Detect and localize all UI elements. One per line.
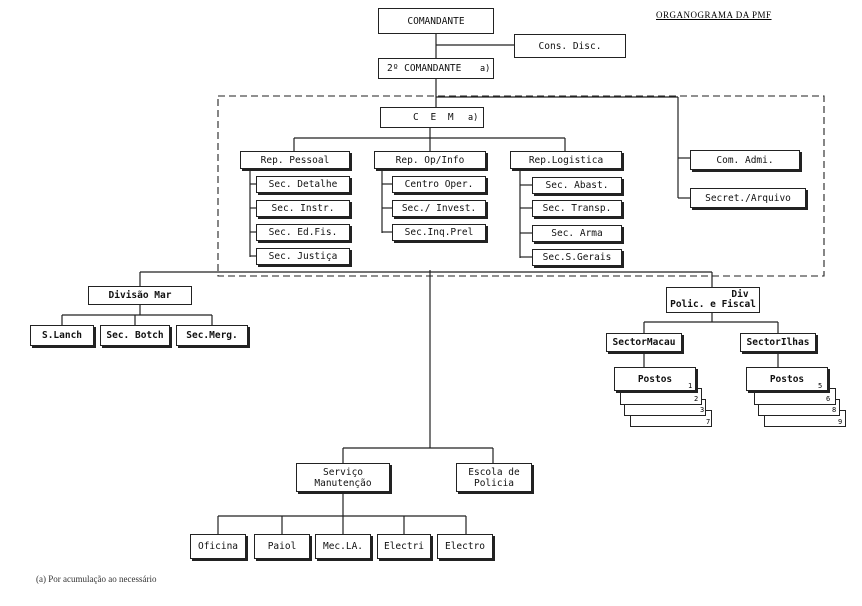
node-sec-ed-fis: Sec. Ed.Fis. <box>256 224 350 241</box>
node-sec-inq-prel: Sec.Inq.Prel <box>392 224 486 241</box>
node-cons-disc: Cons. Disc. <box>514 34 626 58</box>
node-rep-logistica: Rep.Logistica <box>510 151 622 169</box>
node-segundo-comandante: 2º COMANDANTE <box>378 58 494 79</box>
node-sec-s-gerais: Sec.S.Gerais <box>532 249 622 266</box>
node-paiol: Paiol <box>254 534 310 559</box>
node-sec-abast: Sec. Abast. <box>532 177 622 194</box>
node-s-lanch: S.Lanch <box>30 325 94 346</box>
node-sec-justica: Sec. Justiça <box>256 248 350 265</box>
page-title: ORGANOGRAMA DA PMF <box>656 10 772 20</box>
node-div-polic-fiscal: Div Polic. e Fiscal <box>666 287 760 313</box>
node-secret-arquivo: Secret./Arquivo <box>690 188 806 208</box>
node-mec-la: Mec.LA. <box>315 534 371 559</box>
note-a-cem: a) <box>468 113 479 123</box>
node-rep-pessoal: Rep. Pessoal <box>240 151 350 169</box>
postos-ilhas-num-2: 6 <box>826 395 831 403</box>
node-postos-macau: Postos <box>614 367 696 391</box>
note-a-2cmd: a) <box>480 64 491 74</box>
postos-macau-num-2: 2 <box>694 395 699 403</box>
node-escola-policia-line2: Policia <box>473 477 515 489</box>
node-sector-macau: SectorMacau <box>606 333 682 352</box>
postos-ilhas-num-3: 8 <box>832 406 837 414</box>
node-escola-policia-line1: Escola de <box>468 466 520 478</box>
node-centro-oper: Centro Oper. <box>392 176 486 193</box>
node-sec-instr: Sec. Instr. <box>256 200 350 217</box>
postos-macau-num-3: 3 <box>700 406 705 414</box>
node-com-admi: Com. Admi. <box>690 150 800 170</box>
postos-ilhas-num-1: 5 <box>818 382 823 390</box>
node-sector-ilhas: SectorIlhas <box>740 333 816 352</box>
staff-dashed-frame <box>217 95 825 277</box>
node-divisao-mar: Divisão Mar <box>88 286 192 305</box>
node-sec-merg: Sec.Merg. <box>176 325 248 346</box>
node-servico-manutencao: Serviço Manutenção <box>296 463 390 492</box>
node-sec-transp: Sec. Transp. <box>532 200 622 217</box>
node-servico-manutencao-line1: Serviço <box>322 466 364 478</box>
node-oficina: Oficina <box>190 534 246 559</box>
node-sec-invest: Sec./ Invest. <box>392 200 486 217</box>
node-sec-botch: Sec. Botch <box>100 325 170 346</box>
node-div-polic-fiscal-line1: Div <box>731 289 749 300</box>
postos-macau-num-4: 7 <box>706 418 711 426</box>
node-comandante: COMANDANTE <box>378 8 494 34</box>
footnote: (a) Por acumulação ao necessário <box>36 574 157 584</box>
node-electro: Electro <box>437 534 493 559</box>
node-escola-policia: Escola de Policia <box>456 463 532 492</box>
node-div-polic-fiscal-line2: Polic. e Fiscal <box>670 299 756 310</box>
postos-macau-num-1: 1 <box>688 382 693 390</box>
node-servico-manutencao-line2: Manutenção <box>314 477 372 489</box>
node-electri: Electri <box>377 534 431 559</box>
node-sec-detalhe: Sec. Detalhe <box>256 176 350 193</box>
node-rep-op-info: Rep. Op/Info <box>374 151 486 169</box>
postos-ilhas-num-4: 9 <box>838 418 843 426</box>
node-postos-ilhas: Postos <box>746 367 828 391</box>
node-sec-arma: Sec. Arma <box>532 225 622 242</box>
node-cem: C E M <box>380 107 484 128</box>
